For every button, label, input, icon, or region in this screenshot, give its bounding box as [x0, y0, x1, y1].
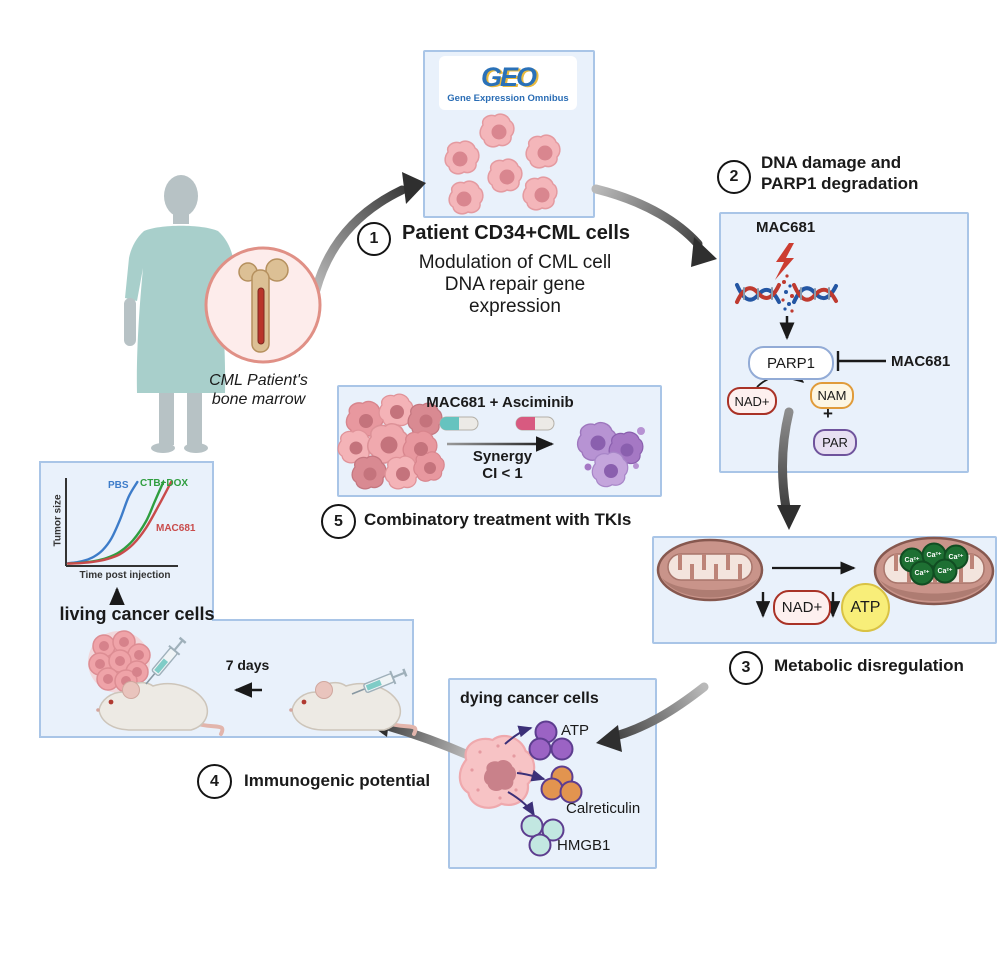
- parp1-pill: PARP1: [748, 346, 834, 380]
- step1-label: Patient CD34+CML cells: [402, 222, 631, 244]
- nad-pill-metabolic: NAD+: [773, 590, 831, 625]
- dying-cancer-cell-icon: [458, 734, 536, 809]
- step5-title: Combinatory treatment with TKIs: [364, 510, 632, 529]
- step1-desc-line1: Modulation of CML cell: [418, 252, 612, 273]
- chart-series-label-ctbdox: CTB+DOX: [140, 478, 189, 489]
- patient-figure: [124, 175, 238, 453]
- flow-arrow-geo-to-step2: [591, 184, 717, 267]
- nam-pill: NAM: [810, 382, 854, 409]
- geo-logo: GEO Gene Expression Omnibus: [439, 56, 577, 110]
- bone-marrow-caption-line2: bone marrow: [211, 391, 306, 408]
- chart-series-label-pbs: PBS: [108, 480, 129, 491]
- chart-series-label-mac681: MAC681: [156, 523, 196, 534]
- hmgb1-label: HMGB1: [557, 837, 611, 854]
- step1-desc-line2: DNA repair gene: [444, 274, 586, 295]
- flow-arrow-step3-to-step4: [596, 682, 709, 752]
- tumor-cluster-icon: [88, 630, 151, 693]
- calcium-ion-label: Ca²⁺: [914, 570, 930, 577]
- mac681-label-top: MAC681: [756, 219, 816, 236]
- calcium-ion-label: Ca²⁺: [937, 568, 953, 575]
- cml-cells-icon: [444, 113, 561, 215]
- calcium-ion-label: Ca²⁺: [948, 554, 964, 561]
- damp-release-arrows: [504, 725, 546, 817]
- tumor-curve-MAC681: [66, 480, 173, 565]
- synergy-label: Synergy CI < 1: [455, 448, 550, 482]
- tumor-growth-curves: [66, 480, 173, 565]
- mac681-inhibitor-label: MAC681: [891, 353, 951, 370]
- plus-sign: +: [823, 404, 833, 423]
- capsule-pink-icon: [515, 416, 555, 431]
- calcium-ion-label: Ca²⁺: [926, 552, 942, 559]
- atp-molecules-icon: [528, 720, 574, 761]
- nad-pill: NAD+: [727, 387, 777, 415]
- geo-logo-text: GEO: [480, 61, 537, 92]
- chart-ylabel: Tumor size: [52, 494, 64, 547]
- dying-cell-cluster-icon: [576, 421, 645, 488]
- bone-marrow-inset: [204, 246, 322, 364]
- cml-cell-cluster-icon: [337, 393, 445, 490]
- broken-dna-icon: [735, 274, 838, 313]
- dying-cells-title: dying cancer cells: [460, 690, 599, 707]
- step2-title-line2: PARP1 degradation: [761, 174, 919, 193]
- calcium-ions: [899, 542, 969, 586]
- calreticulin-label: Calreticulin: [566, 800, 641, 817]
- tumor-chart-axes: [65, 478, 178, 567]
- par-pill: PAR: [813, 429, 857, 456]
- step2-title-line1: DNA damage and: [761, 153, 902, 172]
- step2-title: DNA damage and PARP1 degradation: [761, 152, 918, 194]
- bone-marrow-caption-line1: CML Patient's: [209, 372, 308, 389]
- step1-description: Modulation of CML cell DNA repair gene e…: [405, 252, 625, 318]
- calreticulin-molecules-icon: [540, 765, 583, 804]
- flow-arrow-step2-to-step3: [777, 407, 801, 530]
- step3-number: 3: [729, 651, 763, 685]
- step3-title: Metabolic disregulation: [774, 656, 964, 675]
- treatment-label: MAC681 + Asciminib: [426, 394, 574, 411]
- synergy-line2: CI < 1: [482, 465, 523, 482]
- step1-desc-line3: expression: [469, 296, 561, 317]
- step1-number: 1: [357, 222, 391, 256]
- mitochondrion-calcium-icon: [873, 536, 995, 606]
- flow-arrow-patient-to-geo: [311, 172, 426, 295]
- step2-number: 2: [717, 160, 751, 194]
- living-cells-title: living cancer cells: [59, 604, 215, 624]
- seven-days-label: 7 days: [225, 657, 270, 673]
- lightning-icon: [775, 243, 794, 280]
- geo-logo-subtitle: Gene Expression Omnibus: [447, 92, 569, 104]
- mitochondrion-healthy-icon: [656, 538, 764, 602]
- inhibition-tbar: [836, 351, 886, 371]
- capsule-teal-icon: [439, 416, 479, 431]
- bone-marrow-caption: CML Patient's bone marrow: [196, 371, 321, 409]
- atp-circle: ATP: [841, 583, 890, 632]
- chart-xlabel: Time post injection: [79, 570, 171, 581]
- step5-number: 5: [321, 504, 356, 539]
- step4-title: Immunogenic potential: [244, 771, 431, 790]
- calcium-ion-label: Ca²⁺: [904, 557, 920, 564]
- hmgb1-molecules-icon: [520, 814, 565, 857]
- step4-number: 4: [197, 764, 232, 799]
- atp-molecule-label: ATP: [561, 722, 590, 739]
- synergy-line1: Synergy: [472, 448, 533, 465]
